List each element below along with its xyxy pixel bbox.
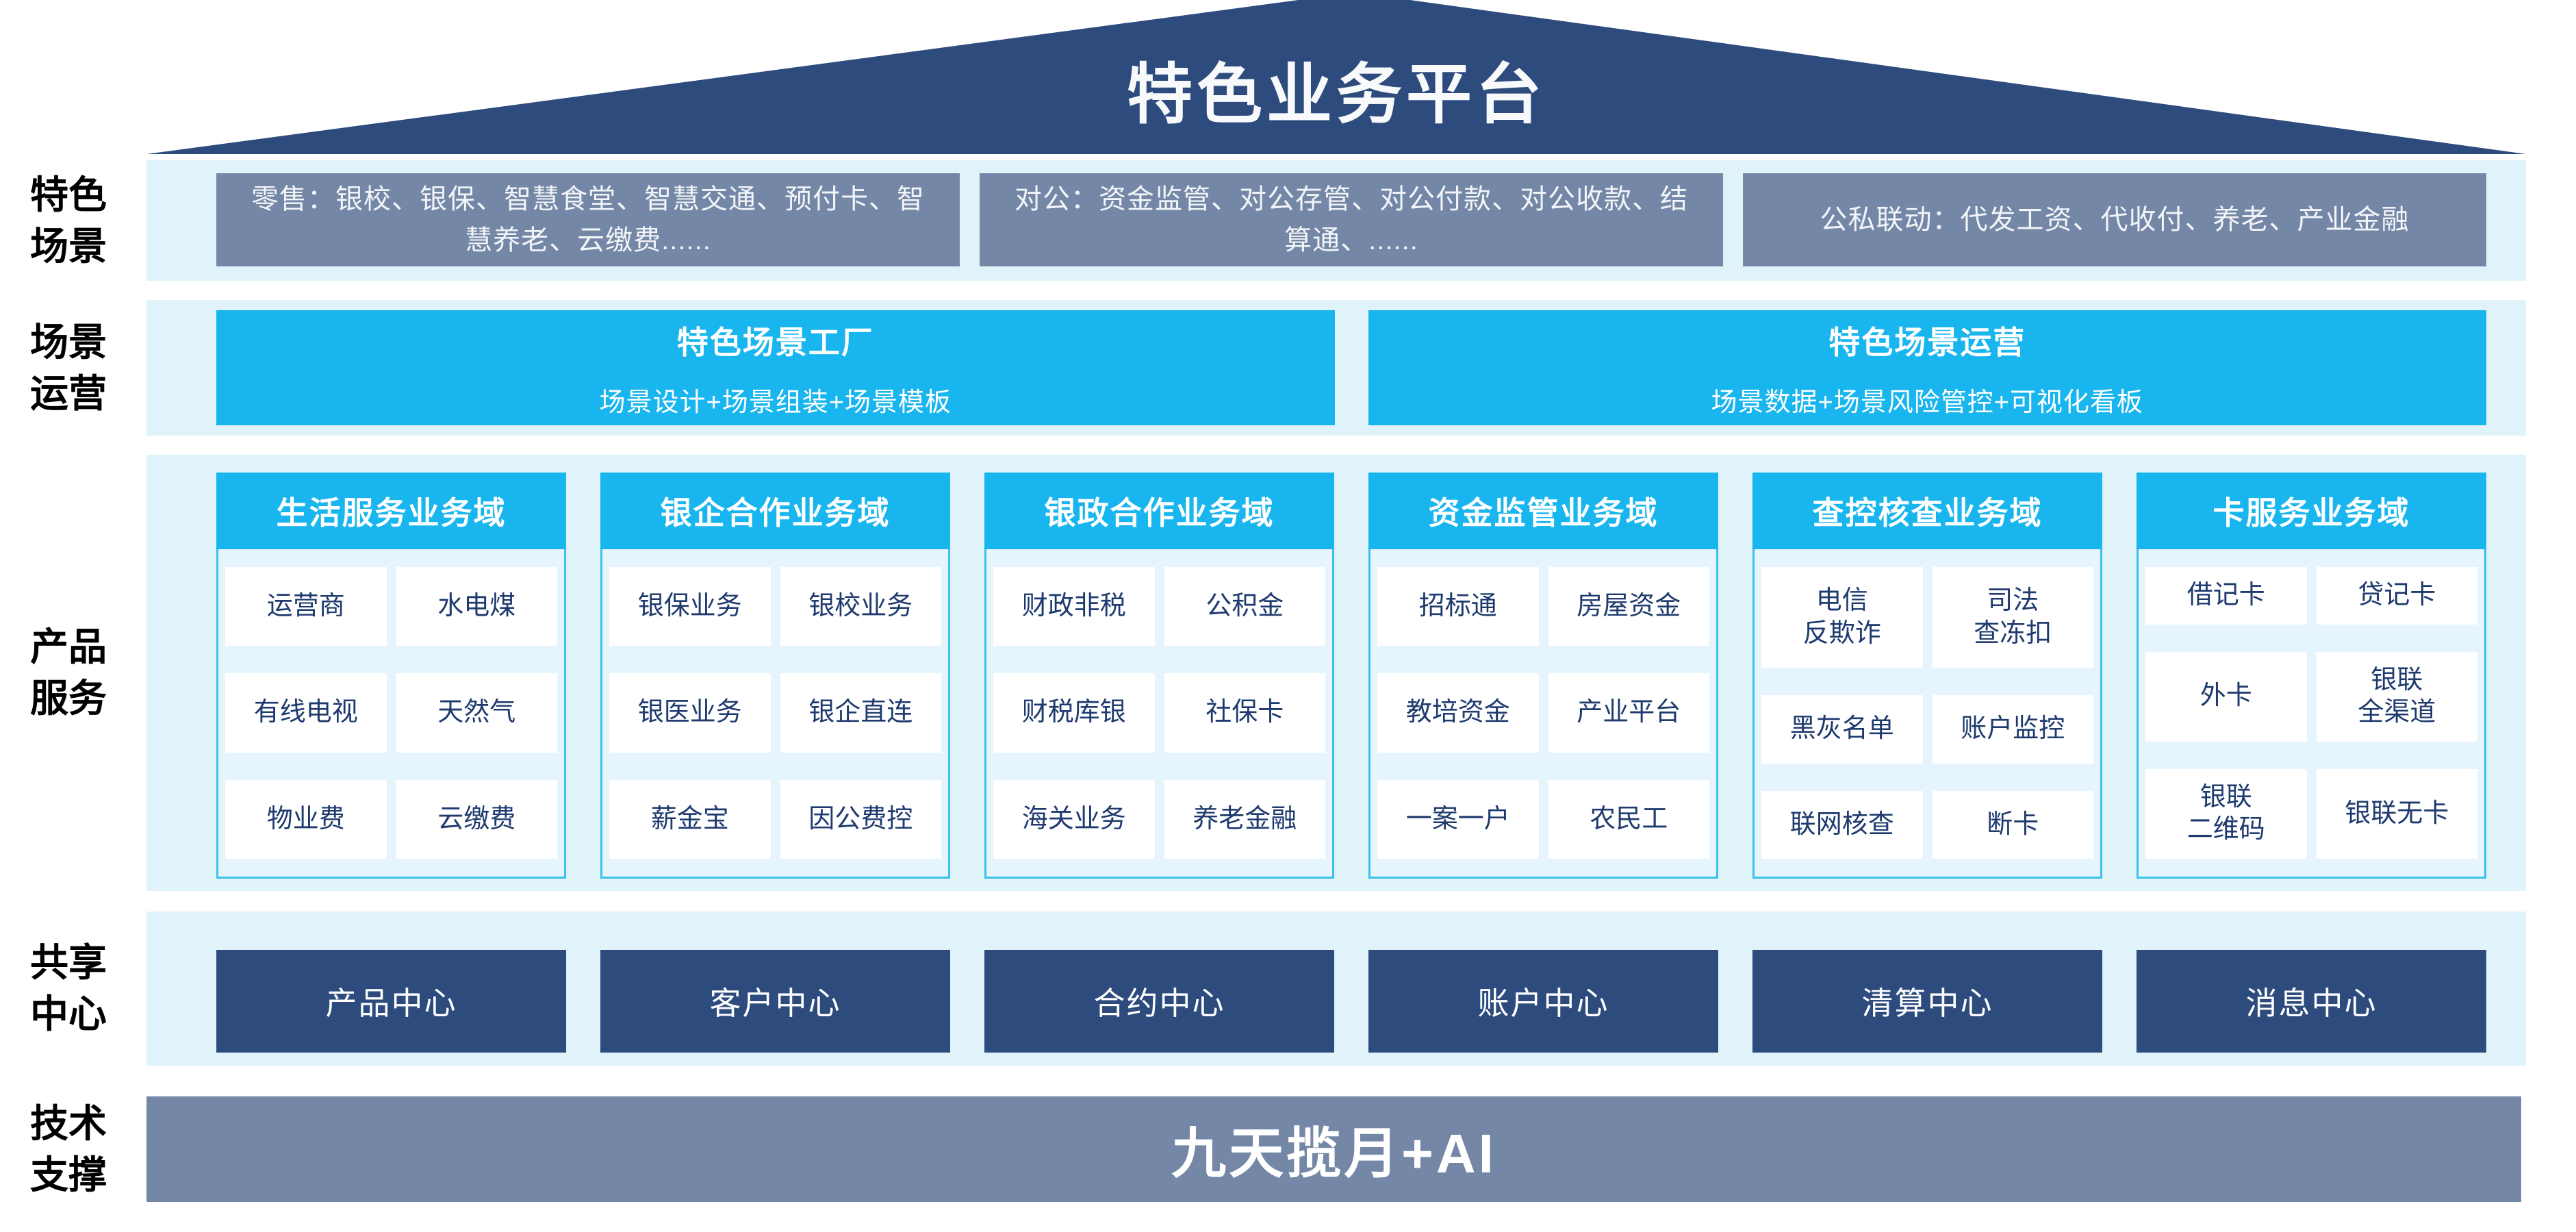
product-cell: 银联无卡 bbox=[2316, 768, 2477, 859]
scene-box-public-private: 公私联动：代发工资、代收付、养老、产业金融 bbox=[1743, 173, 2486, 266]
side-label-tech-line1: 技术 bbox=[30, 1102, 107, 1145]
product-cell: 招标通 bbox=[1377, 567, 1539, 646]
shared-centers-band: 产品中心 客户中心 合约中心 账户中心 清算中心 消息中心 bbox=[146, 912, 2526, 1066]
product-cell: 银联 二维码 bbox=[2145, 768, 2307, 859]
product-column-body: 电信 反欺诈 司法 查冻扣 黑灰名单 账户监控 联网核查 断卡 bbox=[1752, 549, 2102, 879]
product-cell: 贷记卡 bbox=[2316, 567, 2477, 625]
scene-box-corporate: 对公：资金监管、对公存管、对公付款、对公收款、结算通、...... bbox=[980, 173, 1723, 266]
product-column-header: 银政合作业务域 bbox=[984, 473, 1334, 549]
product-cell: 银医业务 bbox=[609, 673, 771, 753]
product-column-inquiry-control: 查控核查业务域 电信 反欺诈 司法 查冻扣 黑灰名单 账户监控 联网核查 断卡 bbox=[1752, 473, 2102, 879]
product-cell: 一案一户 bbox=[1377, 779, 1539, 859]
product-column-life-services: 生活服务业务域 运营商 水电煤 有线电视 天然气 物业费 云缴费 bbox=[216, 473, 566, 879]
center-box-product: 产品中心 bbox=[216, 950, 566, 1053]
product-column-bank-enterprise: 银企合作业务域 银保业务 银校业务 银医业务 银企直连 薪金宝 因公费控 bbox=[600, 473, 950, 879]
product-cell: 借记卡 bbox=[2145, 567, 2307, 625]
product-column-header: 资金监管业务域 bbox=[1368, 473, 1718, 549]
side-label-shared: 共享 中心 bbox=[0, 937, 137, 1040]
side-label-tech: 技术 支撑 bbox=[0, 1098, 137, 1200]
side-label-products-line2: 服务 bbox=[30, 677, 107, 720]
product-column-body: 运营商 水电煤 有线电视 天然气 物业费 云缴费 bbox=[216, 549, 566, 879]
product-column-header: 卡服务业务域 bbox=[2137, 473, 2486, 549]
product-cell: 运营商 bbox=[225, 567, 387, 646]
product-cell: 房屋资金 bbox=[1548, 567, 1709, 646]
side-label-scenes: 特色 场景 bbox=[0, 169, 137, 272]
product-cell: 账户监控 bbox=[1932, 695, 2093, 764]
product-cell: 教培资金 bbox=[1377, 673, 1539, 753]
product-column-body: 借记卡 贷记卡 外卡 银联 全渠道 银联 二维码 银联无卡 bbox=[2137, 549, 2486, 879]
product-cell: 银校业务 bbox=[780, 567, 941, 646]
product-column-body: 招标通 房屋资金 教培资金 产业平台 一案一户 农民工 bbox=[1368, 549, 1718, 879]
product-cell: 财政非税 bbox=[993, 567, 1155, 646]
product-cell: 财税库银 bbox=[993, 673, 1155, 753]
platform-title: 特色业务平台 bbox=[1127, 58, 1546, 131]
center-box-message: 消息中心 bbox=[2137, 950, 2486, 1053]
product-column-body: 银保业务 银校业务 银医业务 银企直连 薪金宝 因公费控 bbox=[600, 549, 950, 879]
product-cell: 云缴费 bbox=[396, 779, 557, 859]
product-cell: 养老金融 bbox=[1164, 779, 1325, 859]
products-band: 生活服务业务域 运营商 水电煤 有线电视 天然气 物业费 云缴费 银企合作业务域… bbox=[146, 455, 2526, 891]
scenes-band: 零售：银校、银保、智慧食堂、智慧交通、预付卡、智慧养老、云缴费...... 对公… bbox=[146, 160, 2526, 281]
product-cell: 水电煤 bbox=[396, 567, 557, 646]
ops-box-scene-operation: 特色场景运营 场景数据+场景风险管控+可视化看板 bbox=[1368, 310, 2486, 425]
ops-box-title: 特色场景工厂 bbox=[676, 324, 874, 360]
center-box-contract: 合约中心 bbox=[984, 950, 1334, 1053]
side-label-scenes-line2: 场景 bbox=[30, 225, 107, 268]
product-cell: 农民工 bbox=[1548, 779, 1709, 859]
product-cell: 产业平台 bbox=[1548, 673, 1709, 753]
center-box-account: 账户中心 bbox=[1368, 950, 1718, 1053]
side-label-tech-line2: 支撑 bbox=[30, 1153, 107, 1196]
tech-support-bar: 九天揽月+AI bbox=[146, 1096, 2521, 1202]
product-cell: 薪金宝 bbox=[609, 779, 771, 859]
side-label-operations-line1: 场景 bbox=[30, 320, 107, 364]
product-column-fund-supervision: 资金监管业务域 招标通 房屋资金 教培资金 产业平台 一案一户 农民工 bbox=[1368, 473, 1718, 879]
product-column-card-services: 卡服务业务域 借记卡 贷记卡 外卡 银联 全渠道 银联 二维码 银联无卡 bbox=[2137, 473, 2486, 879]
scene-box-retail: 零售：银校、银保、智慧食堂、智慧交通、预付卡、智慧养老、云缴费...... bbox=[216, 173, 960, 266]
product-cell: 银联 全渠道 bbox=[2316, 651, 2477, 742]
product-cell: 黑灰名单 bbox=[1761, 695, 1923, 764]
product-cell: 联网核查 bbox=[1761, 790, 1923, 859]
side-label-products-line1: 产品 bbox=[30, 625, 107, 668]
product-cell: 社保卡 bbox=[1164, 673, 1325, 753]
product-column-body: 财政非税 公积金 财税库银 社保卡 海关业务 养老金融 bbox=[984, 549, 1334, 879]
ops-box-scene-factory: 特色场景工厂 场景设计+场景组装+场景模板 bbox=[216, 310, 1335, 425]
product-cell: 外卡 bbox=[2145, 651, 2307, 742]
product-cell: 有线电视 bbox=[225, 673, 387, 753]
side-label-shared-line1: 共享 bbox=[30, 941, 107, 984]
product-cell: 物业费 bbox=[225, 779, 387, 859]
product-cell: 电信 反欺诈 bbox=[1761, 567, 1923, 668]
product-cell: 天然气 bbox=[396, 673, 557, 753]
ops-box-subtitle: 场景设计+场景组装+场景模板 bbox=[599, 388, 952, 417]
product-cell: 海关业务 bbox=[993, 779, 1155, 859]
center-box-clearing: 清算中心 bbox=[1752, 950, 2102, 1053]
side-label-operations: 场景 运营 bbox=[0, 316, 137, 419]
ops-box-title: 特色场景运营 bbox=[1828, 324, 2026, 360]
product-column-header: 银企合作业务域 bbox=[600, 473, 950, 549]
product-column-header: 查控核查业务域 bbox=[1752, 473, 2102, 549]
product-cell: 司法 查冻扣 bbox=[1932, 567, 2093, 668]
side-label-products: 产品 服务 bbox=[0, 621, 137, 724]
ops-box-subtitle: 场景数据+场景风险管控+可视化看板 bbox=[1711, 388, 2143, 417]
product-cell: 因公费控 bbox=[780, 779, 941, 859]
product-cell: 断卡 bbox=[1932, 790, 2093, 859]
side-label-operations-line2: 运营 bbox=[30, 372, 107, 415]
operations-band: 特色场景工厂 场景设计+场景组装+场景模板 特色场景运营 场景数据+场景风险管控… bbox=[146, 300, 2526, 436]
roof-banner: 特色业务平台 bbox=[146, 0, 2526, 154]
side-label-shared-line2: 中心 bbox=[30, 992, 107, 1035]
center-box-customer: 客户中心 bbox=[600, 950, 950, 1053]
side-label-scenes-line1: 特色 bbox=[30, 173, 107, 216]
product-column-header: 生活服务业务域 bbox=[216, 473, 566, 549]
product-column-bank-government: 银政合作业务域 财政非税 公积金 财税库银 社保卡 海关业务 养老金融 bbox=[984, 473, 1334, 879]
product-cell: 银保业务 bbox=[609, 567, 771, 646]
product-cell: 银企直连 bbox=[780, 673, 941, 753]
product-cell: 公积金 bbox=[1164, 567, 1325, 646]
